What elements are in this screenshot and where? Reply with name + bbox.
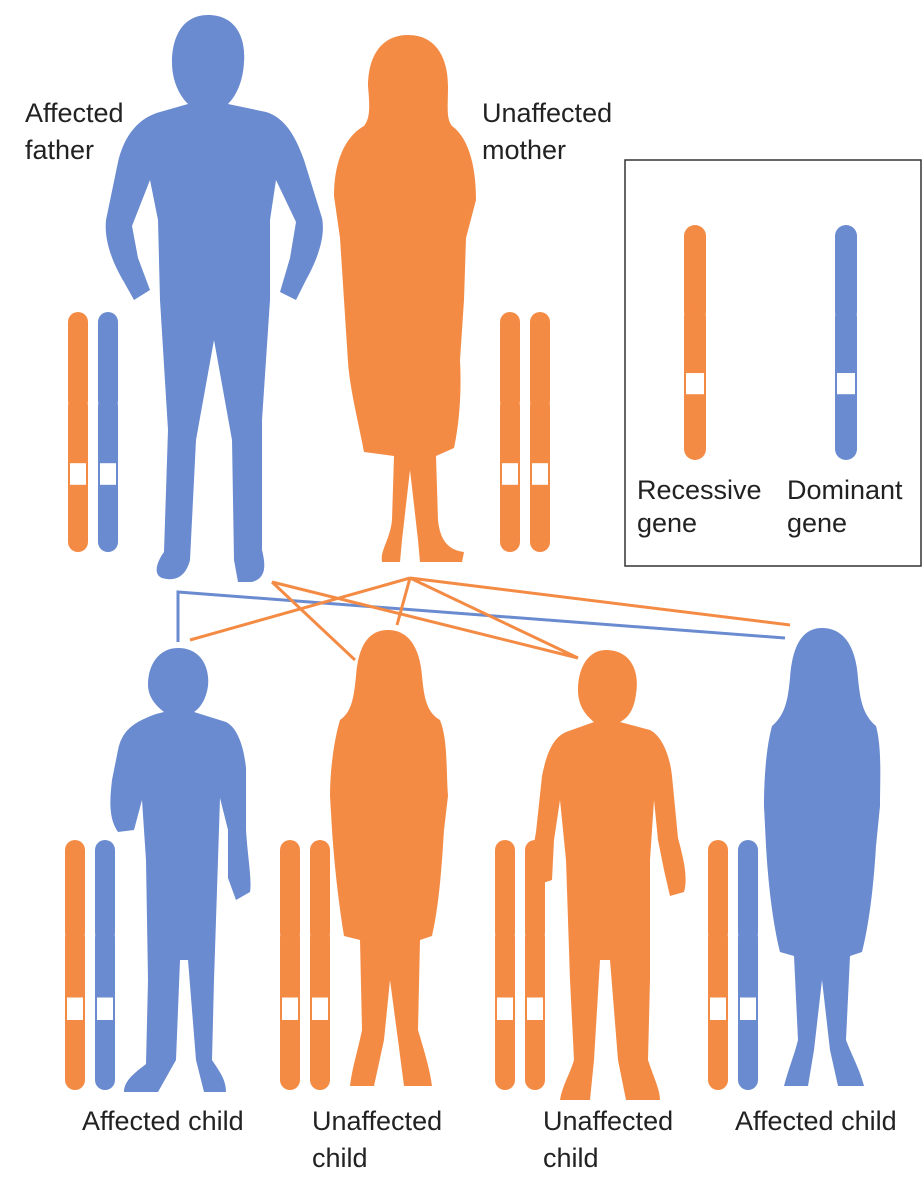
child-1-chromosomes-2-centromere (101, 929, 110, 941)
child-3-chromosomes-2-gene-marker (527, 998, 543, 1021)
child-1-chromosomes (65, 840, 115, 1090)
child-2-chromosomes-2-gene-marker (312, 998, 328, 1021)
child-4-chromosomes-2-upper-arm (738, 840, 758, 943)
child-2-chromosomes-2-centromere (316, 929, 325, 941)
child-1-chromosomes-1-centromere (71, 929, 80, 941)
child-3-chromosomes (495, 840, 545, 1090)
child-1-chromosomes-2-gene-marker (97, 998, 113, 1021)
mother-chromosomes-1 (500, 312, 520, 552)
child-2-chromosomes-1 (280, 840, 300, 1090)
child-2-chromosomes-2 (310, 840, 330, 1090)
legend-dominant-label-line1: Dominant (787, 475, 903, 505)
mother-silhouette (334, 35, 476, 562)
mother-label-line1: Unaffected (482, 98, 612, 128)
mother-chromosomes-1-centromere (506, 397, 515, 409)
father-chromosomes-1-gene-marker (70, 463, 86, 485)
father-chromosomes-2-gene-marker (100, 463, 116, 485)
child-3-chromosomes-1 (495, 840, 515, 1090)
child-1-chromosomes-1-upper-arm (65, 840, 85, 943)
child-3-silhouette (533, 650, 685, 1100)
child-4-chromosomes-1-upper-arm (708, 840, 728, 943)
legend-recessive-chromosome-gene-marker (686, 373, 704, 394)
father-chromosomes-2 (98, 312, 118, 552)
legend: Recessive gene Dominant gene (625, 160, 921, 566)
child-4-chromosomes-2-gene-marker (740, 998, 756, 1021)
legend-recessive-label-line2: gene (637, 508, 697, 538)
child-1-label: Affected child (82, 1106, 244, 1136)
mother-chromosomes-2 (530, 312, 550, 552)
mother-chromosomes-2-centromere (536, 397, 545, 409)
child-4-chromosomes-1-gene-marker (710, 998, 726, 1021)
mother-chromosomes-1-gene-marker (502, 463, 518, 485)
child-1-chromosomes-1 (65, 840, 85, 1090)
father-chromosomes (68, 312, 118, 552)
child-3-label-line2: child (543, 1143, 599, 1173)
child-2-chromosomes-1-gene-marker (282, 998, 298, 1021)
legend-dominant-chromosome (835, 225, 857, 460)
child-3-chromosomes-1-gene-marker (497, 998, 513, 1021)
child-2-label-line2: child (312, 1143, 368, 1173)
child-2-chromosomes-1-centromere (286, 929, 295, 941)
child-2-chromosomes-1-upper-arm (280, 840, 300, 943)
child-2-label-line1: Unaffected (312, 1106, 442, 1136)
child-1-chromosomes-1-gene-marker (67, 998, 83, 1021)
child-2-chromosomes-2-upper-arm (310, 840, 330, 943)
child-1-silhouette (110, 648, 250, 1092)
legend-dominant-chromosome-gene-marker (837, 373, 855, 394)
legend-recessive-label-line1: Recessive (637, 475, 762, 505)
child-3-chromosomes-1-upper-arm (495, 840, 515, 943)
legend-dominant-label-line2: gene (787, 508, 847, 538)
child-3-chromosomes-1-centromere (501, 929, 510, 941)
legend-dominant-chromosome-centromere (841, 308, 851, 320)
child-3-label-line1: Unaffected (543, 1106, 673, 1136)
child-1-chromosomes-2-upper-arm (95, 840, 115, 943)
child-4-chromosomes-2 (738, 840, 758, 1090)
mother-label-line2: mother (482, 135, 566, 165)
child-3-chromosomes-2 (525, 840, 545, 1090)
child-4-label: Affected child (735, 1106, 897, 1136)
child-3-chromosomes-2-centromere (531, 929, 540, 941)
father-chromosomes-1 (68, 312, 88, 552)
inheritance-lines (178, 578, 790, 660)
child-3-chromosomes-2-upper-arm (525, 840, 545, 943)
child-2-silhouette (330, 630, 448, 1086)
recessive-allele-lines (190, 578, 790, 660)
father-silhouette (106, 15, 323, 582)
legend-box (625, 160, 921, 566)
mother-chromosomes-2-gene-marker (532, 463, 548, 485)
father-chromosomes-2-centromere (104, 397, 113, 409)
child-1-chromosomes-2 (95, 840, 115, 1090)
child-4-chromosomes-1 (708, 840, 728, 1090)
mother-chromosomes (500, 312, 550, 552)
child-4-chromosomes (708, 840, 758, 1090)
father-label-line2: father (25, 135, 94, 165)
child-4-silhouette (764, 628, 880, 1086)
father-chromosomes-1-centromere (74, 397, 83, 409)
legend-recessive-chromosome-centromere (690, 308, 700, 320)
father-label-line1: Affected (25, 98, 124, 128)
legend-recessive-chromosome (684, 225, 706, 460)
child-4-chromosomes-1-centromere (714, 929, 723, 941)
child-4-chromosomes-2-centromere (744, 929, 753, 941)
child-2-chromosomes (280, 840, 330, 1090)
